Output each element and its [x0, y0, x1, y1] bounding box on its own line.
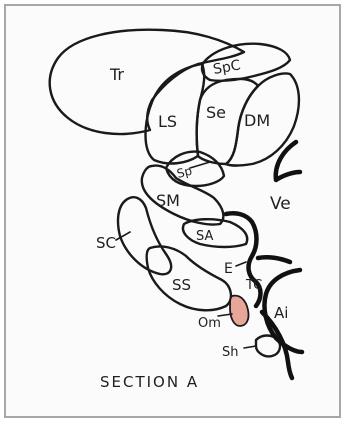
caption: SECTION A	[100, 373, 199, 391]
label-sc: SC	[96, 234, 116, 252]
label-dm: DM	[244, 111, 270, 130]
label-sm: SM	[156, 191, 180, 210]
label-om: Om	[198, 316, 221, 331]
label-tc: TC	[245, 278, 262, 293]
label-se: Se	[206, 103, 226, 122]
sc-pointer	[116, 232, 130, 240]
label-ve: Ve	[270, 194, 291, 214]
label-sh: Sh	[222, 345, 239, 360]
label-ss: SS	[172, 276, 191, 294]
label-sa: SA	[196, 229, 213, 244]
e-tract	[258, 257, 290, 262]
label-ai: Ai	[274, 304, 288, 322]
label-spc: SpC	[212, 57, 242, 78]
e-pointer	[236, 262, 246, 266]
label-tr: Tr	[109, 65, 124, 84]
sh-pointer	[244, 346, 256, 348]
label-ls: LS	[158, 112, 177, 131]
sp-pointer	[190, 162, 210, 168]
label-sp: Sp	[175, 164, 193, 181]
region-om	[230, 296, 249, 326]
label-e: E	[224, 261, 233, 277]
